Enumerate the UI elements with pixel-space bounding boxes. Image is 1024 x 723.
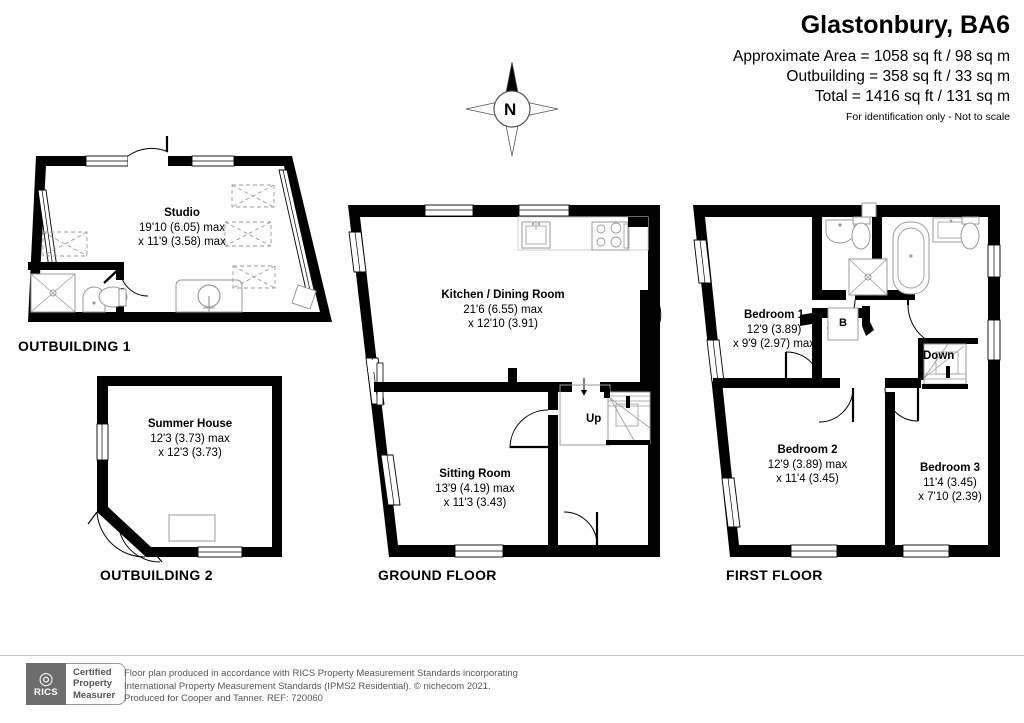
window-bottom-summerhouse [197,546,243,558]
window-left-ground-1 [348,231,367,273]
room-dim2-kitchen-dining: x 12'10 (3.91) [468,318,538,330]
cert-line-3: Measurer [73,689,116,701]
rics-emblem-icon: ◎ [38,669,54,689]
room-label-kitchen-dining: Kitchen / Dining Room 21'6 (6.55) max x … [423,288,583,332]
room-label-bedroom-2: Bedroom 2 12'9 (3.89) max x 11'4 (3.45) [740,443,875,487]
window-bottom-ground [454,544,504,558]
staircase-up [604,388,651,445]
page-title: Glastonbury, BA6 [800,11,1010,39]
room-dim2-bedroom-3: x 7'10 (2.39) [918,491,982,503]
footer-line-1: Floor plan produced in accordance with R… [124,668,518,679]
window-left-summerhouse [96,423,109,461]
toilet-fixture-studio [98,286,128,308]
room-dim2-summer-house: x 12'3 (3.73) [158,447,222,459]
shower-fixture-studio [30,273,76,313]
room-dim1-studio: 19'10 (6.05) max [139,221,225,234]
rooflight-icons-studio [42,184,276,289]
hob-fixture [591,221,630,251]
approximate-area-line: Approximate Area = 1058 sq ft / 98 sq m [732,48,1010,65]
outbuilding-2-plan [87,376,282,563]
room-name-bedroom-2: Bedroom 2 [777,444,838,456]
window-top-ground-1 [424,204,474,217]
ground-floor-plan [348,204,662,558]
room-label-sitting-room: Sitting Room 13'9 (4.19) max x 11'3 (3.4… [415,467,535,511]
room-name-studio: Studio [164,207,200,219]
window-left-ground-3 [380,454,401,506]
footer-line-2: International Property Measurement Stand… [124,680,491,692]
counter-fixture-studio [175,279,243,313]
outbuilding-area-line: Outbuilding = 358 sq ft / 33 sq m [786,68,1010,85]
floor-label-first: FIRST FLOOR [726,567,823,583]
room-dim2-bedroom-1: x 9'9 (2.97) max [732,338,816,350]
area-summary: Approximate Area = 1058 sq ft / 98 sq m … [490,47,1010,107]
room-name-summer-house: Summer House [147,418,233,430]
room-name-bedroom-3: Bedroom 3 [919,462,981,474]
room-dim2-sitting-room: x 11'3 (3.43) [443,497,507,509]
floor-label-ground: GROUND FLOOR [378,567,497,583]
staircase-down [922,343,968,389]
window-bottom-first-1 [790,544,838,558]
disclaimer-text: For identification only - Not to scale [846,111,1010,123]
bathroom-fixtures [892,216,980,295]
room-dim1-summer-house: 12'3 (3.73) max [150,432,230,445]
cert-line-2: Property [73,678,113,690]
window-left-first-1 [693,239,712,284]
room-name-sitting-room: Sitting Room [439,468,511,480]
rics-badge: ◎ RICS Certified Property Measurer [26,663,127,705]
stairs-up-label: Up [586,413,602,425]
stairs-down-label: Down [923,350,955,362]
footer-line-3: Produced for Cooper and Tanner. REF: 720… [124,693,323,704]
compass-rose-icon [465,61,559,157]
rics-mark-label: RICS [34,687,58,699]
room-name-kitchen-dining: Kitchen / Dining Room [441,289,565,301]
room-label-studio: Studio 19'10 (6.05) max x 11'9 (3.58) ma… [122,206,242,250]
room-dim1-kitchen-dining: 21'6 (6.55) max [463,303,543,316]
room-name-bedroom-1: Bedroom 1 [743,309,805,321]
first-floor-plan [693,202,1001,558]
window-right-first-2 [987,319,1001,361]
header-block: Glastonbury, BA6 Approximate Area = 1058… [490,10,1010,123]
footer-legal-text: Floor plan produced in accordance with R… [124,668,518,706]
room-label-summer-house: Summer House 12'3 (3.73) max x 12'3 (3.7… [130,417,250,461]
footer-divider [0,655,1024,656]
total-area-line: Total = 1416 sq ft / 131 sq m [814,88,1010,105]
room-dim1-sitting-room: 13'9 (4.19) max [435,482,515,495]
room-label-bedroom-3: Bedroom 3 11'4 (3.45) x 7'10 (2.39) [895,461,1005,505]
room-label-bedroom-1: Bedroom 1 12'9 (3.89) x 9'9 (2.97) max [709,308,839,352]
footer [0,655,1024,723]
room-dim1-bedroom-3: 11'4 (3.45) [923,476,977,489]
boiler-cupboard-label: B [839,317,847,329]
window-right-first-1 [987,244,1001,278]
room-dim1-bedroom-2: 12'9 (3.89) max [767,458,848,471]
room-dim2-bedroom-2: x 11'4 (3.45) [776,473,839,485]
outbuilding-1-plan [28,136,332,322]
cert-line-1: Certified [73,666,112,678]
floor-label-outbuilding-2: OUTBUILDING 2 [100,567,213,583]
sink-fixture [521,221,551,249]
compass-north-label: N [504,100,517,119]
room-dim2-studio: x 11'9 (3.58) max [138,236,226,248]
floor-label-outbuilding-1: OUTBUILDING 1 [18,338,131,354]
room-dim1-bedroom-1: 12'9 (3.89) [746,323,802,336]
kitchen-units [517,216,649,251]
window-bottom-first-2 [902,544,950,558]
rics-certification-text: Certified Property Measurer [66,663,127,705]
rics-logo-icon: ◎ RICS [26,663,66,705]
ensuite-fixtures [825,216,888,296]
window-left-first-3 [721,477,741,528]
window-top-ground-2 [518,204,570,217]
